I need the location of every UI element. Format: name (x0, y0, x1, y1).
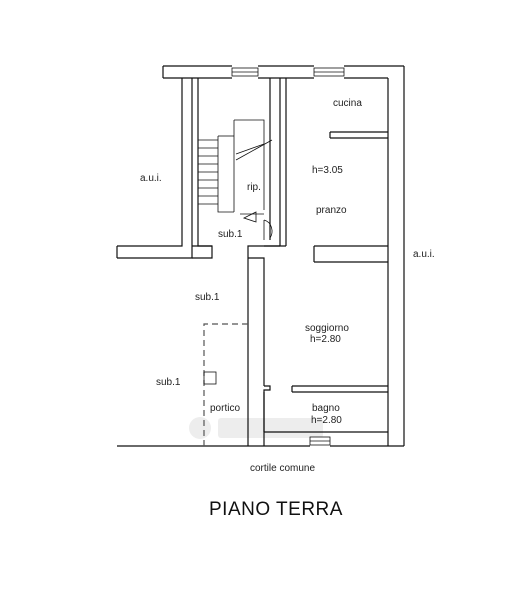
room-labels: a.u.i. a.u.i. cucina h=3.05 rip. pranzo … (140, 98, 435, 474)
floor-title: PIANO TERRA (209, 499, 343, 520)
kitchen-walls (247, 78, 388, 263)
watermark (189, 417, 323, 439)
living-bath-walls (263, 385, 388, 433)
cortile-label: cortile comune (250, 463, 315, 474)
portico-outline (203, 323, 248, 446)
portico-label: portico (210, 403, 240, 414)
stair-walls (197, 78, 281, 247)
bagno-height-label: h=2.80 (311, 415, 342, 426)
aui-left-label: a.u.i. (140, 173, 162, 184)
soggiorno-label: soggiorno (305, 323, 349, 334)
outer-walls (117, 65, 405, 447)
soggiorno-height-label: h=2.80 (310, 334, 341, 345)
bagno-label: bagno (312, 403, 340, 414)
pranzo-label: pranzo (316, 205, 347, 216)
aui-right-label: a.u.i. (413, 249, 435, 260)
bath-window (309, 436, 331, 446)
rip-label: rip. (247, 182, 261, 193)
spine-walls (247, 245, 286, 446)
staircase (198, 119, 273, 240)
cucina-height-label: h=3.05 (312, 165, 343, 176)
sub1-yard-label: sub.1 (195, 292, 220, 303)
top-windows (231, 67, 345, 77)
sub1-portico-label: sub.1 (156, 377, 181, 388)
sub1-stair-label: sub.1 (218, 229, 243, 240)
cucina-label: cucina (333, 98, 362, 109)
